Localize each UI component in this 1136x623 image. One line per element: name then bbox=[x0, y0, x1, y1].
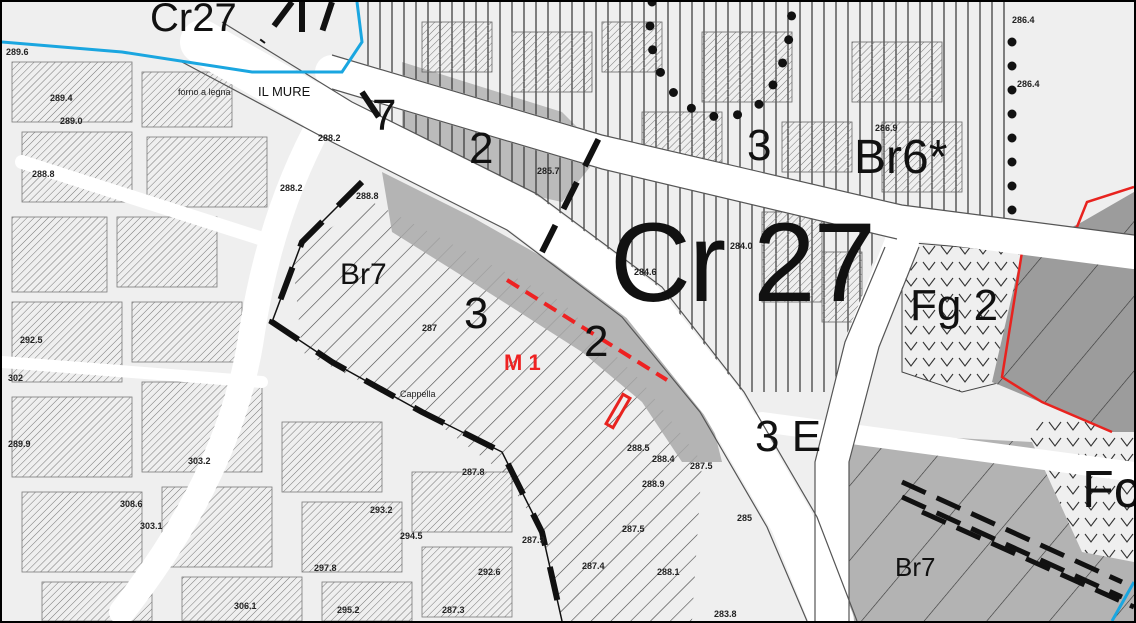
elevation-label: 288.4 bbox=[652, 454, 675, 464]
zone-label-cr27-top: Cr27 bbox=[150, 0, 237, 40]
elevation-label: 288.1 bbox=[657, 567, 680, 577]
elevation-label: 289.9 bbox=[8, 439, 31, 449]
elevation-label: 306.1 bbox=[234, 601, 257, 611]
elevation-label: 286.4 bbox=[1012, 15, 1035, 25]
elevation-label: 287.8 bbox=[462, 467, 485, 477]
place-cappella: Cappella bbox=[400, 389, 436, 399]
elevation-label: 284.6 bbox=[634, 267, 657, 277]
elevation-label: 288.5 bbox=[627, 443, 650, 453]
elevation-label: 289.6 bbox=[6, 47, 29, 57]
cr27-buildings bbox=[421, 21, 963, 323]
zone-label-br7-left: Br7 bbox=[340, 258, 387, 291]
boundary-top-black bbox=[259, 2, 605, 254]
elevation-label: 286.4 bbox=[1017, 79, 1040, 89]
elevation-label: 288.8 bbox=[32, 169, 55, 179]
elevation-label: 294.5 bbox=[400, 531, 423, 541]
zone-label-cr27: Cr 27 bbox=[610, 200, 876, 325]
elevation-label: 295.2 bbox=[337, 605, 360, 615]
zone-label-3-top: 3 bbox=[747, 121, 772, 170]
place-forno: forno a legna bbox=[178, 87, 231, 97]
elevation-label: 289.0 bbox=[60, 116, 83, 126]
zone-br7-bottom-hatch bbox=[822, 432, 1134, 621]
elevation-label: 303.2 bbox=[188, 456, 211, 466]
zone-label-br6: Br6* bbox=[854, 131, 948, 184]
zone-label-fc: Fc bbox=[1082, 461, 1136, 519]
annotation-m1: M 1 bbox=[504, 350, 541, 375]
marker-m1-red bbox=[603, 392, 633, 430]
boundary-cyan-br bbox=[1110, 581, 1134, 621]
boundary-m1-dashed bbox=[505, 278, 669, 382]
elevation-label: 288.2 bbox=[280, 183, 303, 193]
elevation-label: 283.8 bbox=[714, 609, 737, 619]
elevation-label: 303.1 bbox=[140, 521, 163, 531]
elevation-label: 292.6 bbox=[478, 567, 501, 577]
zone-label-fg2: Fg 2 bbox=[910, 281, 999, 330]
zone-label-br7-bottom: Br7 bbox=[895, 552, 936, 582]
elevation-label: 288.2 bbox=[318, 133, 341, 143]
zone-label-2-top: 2 bbox=[469, 124, 494, 173]
elevation-label: 285.7 bbox=[537, 166, 560, 176]
elevation-label: 287.5 bbox=[622, 524, 645, 534]
elevation-label: 297.8 bbox=[314, 563, 337, 573]
roads bbox=[2, 20, 1134, 621]
zone-label-7: 7 bbox=[372, 91, 397, 140]
elevation-label: 287 bbox=[422, 323, 438, 333]
elevation-label: 287.9 bbox=[522, 535, 545, 545]
rail-dashes bbox=[900, 479, 1134, 610]
elevation-label: 284.0 bbox=[730, 241, 753, 251]
elevation-label: 287.3 bbox=[442, 605, 465, 615]
elevation-label: 287.5 bbox=[690, 461, 713, 471]
zone-label-3-mid: 3 bbox=[464, 289, 489, 338]
zone-grey-strip bbox=[382, 172, 722, 462]
elevation-label: 293.2 bbox=[370, 505, 393, 515]
elevation-label: 302 bbox=[8, 373, 24, 383]
elevation-label: 308.6 bbox=[120, 499, 143, 509]
boundary-br7-line bbox=[271, 181, 563, 621]
zone-hatched-central bbox=[292, 202, 702, 621]
elevation-label: 285 bbox=[737, 513, 753, 523]
road-edges bbox=[181, 21, 1134, 621]
zone-label-3e: 3 E bbox=[755, 412, 822, 461]
elevation-label: 289.4 bbox=[50, 93, 73, 103]
boundary-cyan bbox=[2, 2, 364, 74]
street-il-mure: IL MURE bbox=[258, 84, 311, 99]
elevation-label: 288.9 bbox=[642, 479, 665, 489]
elevation-label: 292.5 bbox=[20, 335, 43, 345]
zone-label-2-mid: 2 bbox=[584, 317, 609, 366]
elevation-label: 288.8 bbox=[356, 191, 379, 201]
elevation-label: 286.9 bbox=[875, 123, 898, 133]
boundary-dotted-br6 bbox=[645, 2, 1017, 247]
elevation-label: 287.4 bbox=[582, 561, 605, 571]
